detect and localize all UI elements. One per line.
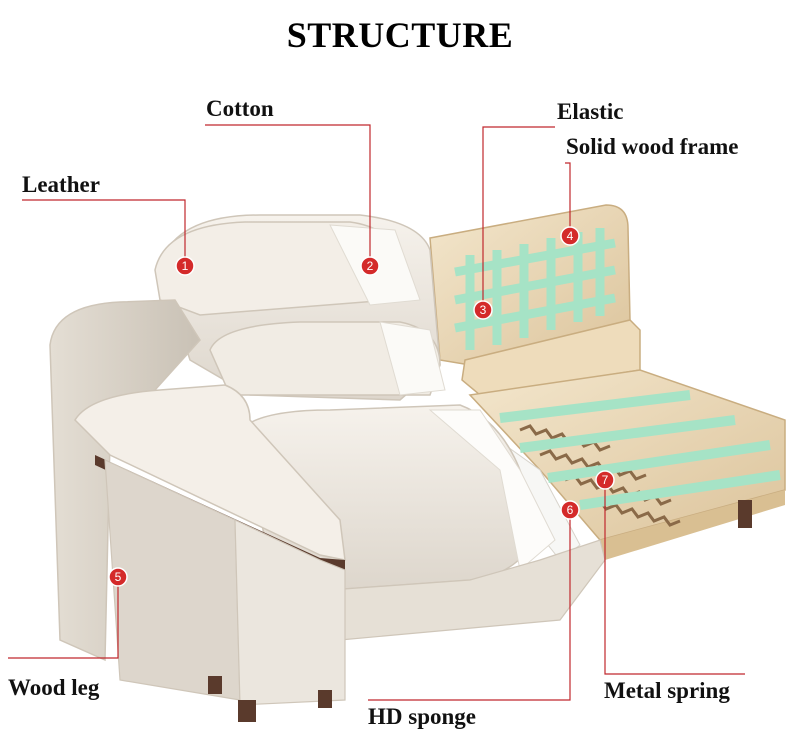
label-solid-wood-frame: Solid wood frame [566,134,739,159]
label-cotton: Cotton [206,96,274,121]
leader-hd-sponge [368,510,571,701]
label-wood-leg: Wood leg [8,675,100,700]
label-hd-sponge: HD sponge [368,704,476,729]
svg-text:7: 7 [602,473,609,487]
svg-text:2: 2 [367,259,374,273]
seat-sponge-section [428,409,556,571]
label-leather: Leather [22,172,100,197]
label-elastic: Elastic [557,99,624,124]
svg-text:3: 3 [480,303,487,317]
frame-leg-right [738,500,752,528]
leader-solid-wood-frame [565,162,571,236]
wood-leg-front [238,700,256,722]
marker-5: 5 [108,567,128,587]
elastic-seat-straps [499,390,781,510]
label-metal-spring: Metal spring [604,678,730,703]
leader-cotton [205,124,371,266]
svg-text:5: 5 [115,570,122,584]
lumbar-cushion [209,321,441,396]
marker-2: 2 [360,256,380,276]
leader-leather [22,199,186,266]
leader-elastic [482,126,555,310]
left-armrest-top [74,384,346,561]
leader-wood-leg [8,577,119,659]
elastic-back-straps [454,228,616,350]
left-armrest-panel [234,519,346,706]
svg-text:4: 4 [567,229,574,243]
leader-metal-spring [604,480,745,675]
leader-lines [8,124,745,701]
diagram-title: STRUCTURE [286,15,514,55]
marker-1: 1 [175,256,195,276]
wood-leg-mid [318,690,332,708]
marker-3: 3 [473,300,493,320]
svg-text:6: 6 [567,503,574,517]
marker-7: 7 [595,470,615,490]
wood-leg-back [208,676,222,694]
marker-6: 6 [560,500,580,520]
marker-4: 4 [560,226,580,246]
svg-text:1: 1 [182,259,189,273]
cotton-layer-mid [379,321,446,396]
